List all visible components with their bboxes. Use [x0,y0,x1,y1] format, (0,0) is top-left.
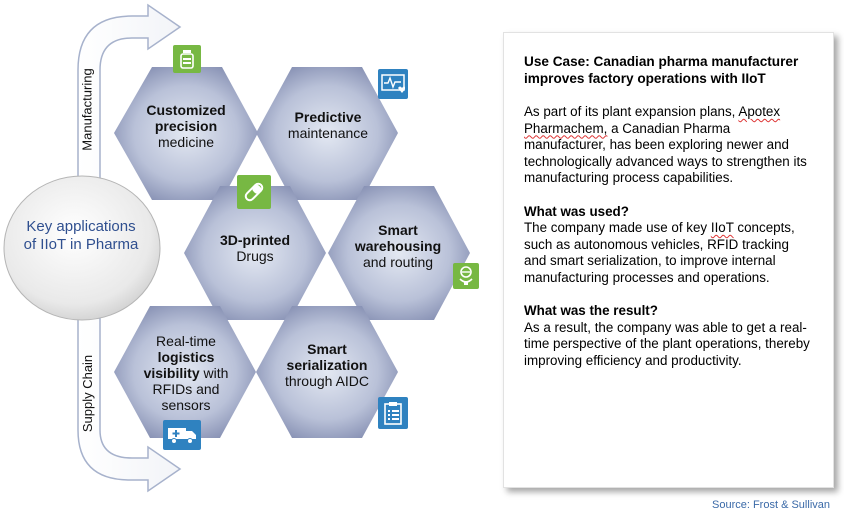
hex-label-predictive-maintenance: Predictive maintenance [272,109,384,141]
hex-logistics-visibility [114,306,256,438]
hex-label-bold: Customized precision [146,102,226,134]
tablet-delivery-icon [453,263,479,289]
hex-label-pre: Real-time [156,333,216,349]
intro-company: Apotex Pharmachem, [524,104,781,136]
hex-smart-serialization [256,306,398,438]
use-case-intro: As part of its plant expansion plans, Ap… [524,104,815,187]
intro-pre: As part of its plant expansion plans, [524,104,736,119]
hex-label-normal: medicine [157,134,215,150]
hex-label-normal: Drugs [236,248,274,264]
hex-label-smart-serialization: Smart serialization through AIDC [283,341,371,389]
supply-chain-arrow [77,317,182,493]
hex-smart-warehousing [328,186,470,320]
used-pre: The company made use of key [524,220,708,235]
hex-label-3d-printed: 3D-printed Drugs [199,232,311,264]
used-text: The company made use of key IIoT concept… [524,220,815,286]
pill-capsule-icon [237,175,271,209]
hex-label-bold: 3D-printed [220,232,290,248]
hex-customized-medicine [114,67,258,200]
hex-label-bold: Smart warehousing [354,222,442,254]
iiot-applications-diagram [3,3,470,493]
center-circle [3,175,161,321]
hex-label-bold: Smart serialization [286,341,368,373]
source-note: Source: Frost & Sullivan [712,499,830,511]
use-case-title: Use Case: Canadian pharma manufacturer i… [524,54,799,86]
supply-chain-label: Supply Chain [80,354,96,433]
hex-label-logistics-visibility: Real-time logistics visibility with RFID… [140,333,232,413]
hex-label-normal: through AIDC [284,373,370,389]
hex-label-bold: logistics visibility [143,349,215,381]
medicine-bottle-icon [173,45,201,73]
center-label: Key applications of IIoT in Pharma [23,218,139,253]
hex-label-normal: with RFIDs and sensors [152,365,229,413]
hex-label-normal: maintenance [287,125,369,141]
clipboard-checklist-icon [378,397,408,429]
hex-label-bold: Predictive [294,109,362,125]
used-iiot: IIoT [710,220,734,235]
intro-post: a Canadian Pharma manufacturer, has been… [524,120,807,186]
used-heading: What was used? [524,203,629,219]
hex-3d-printed-drugs [184,186,326,320]
result-heading: What was the result? [524,303,658,318]
result-text: As a result, the company was able to get… [524,319,810,368]
hex-label-smart-warehousing: Smart warehousing and routing [348,222,448,270]
hex-label-normal: and routing [362,254,434,270]
manufacturing-label: Manufacturing [79,68,95,151]
heart-monitor-icon [378,69,408,99]
manufacturing-arrow [77,3,182,186]
use-case-panel: Use Case: Canadian pharma manufacturer i… [503,32,834,488]
used-post: concepts, such as autonomous vehicles, R… [524,220,795,285]
ambulance-truck-icon [163,420,201,450]
hex-label-customized-medicine: Customized precision medicine [130,102,242,150]
hex-predictive-maintenance [256,67,398,200]
